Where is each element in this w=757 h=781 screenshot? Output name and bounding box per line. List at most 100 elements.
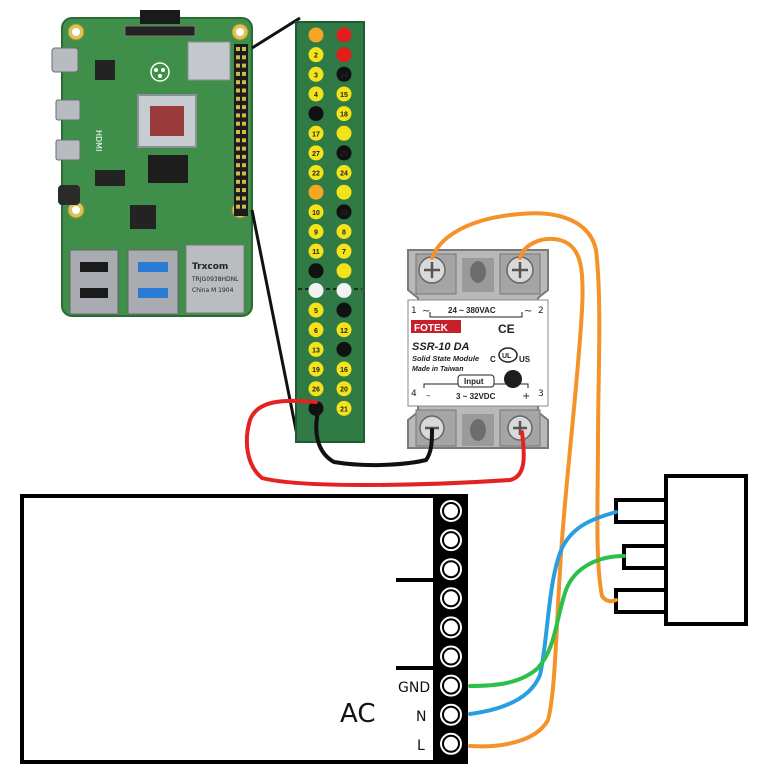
gpio-pin-grid: 2341727221091156131926141518232425871216… xyxy=(308,27,352,416)
ssr-ac-bracket xyxy=(429,312,523,318)
ssr-terminal-1: 1 xyxy=(411,306,417,316)
gpio-pin-label-left-2: 2 xyxy=(314,53,318,60)
ssr-ac-range: 24 ~ 380VAC xyxy=(448,306,496,315)
gpio-pin-label-right-7: 23 xyxy=(340,151,348,158)
board-pin xyxy=(242,154,246,159)
board-pin xyxy=(242,55,246,60)
board-pin xyxy=(236,55,240,60)
gpio-pin-left-19 xyxy=(308,381,324,397)
gpio-pin-right-20 xyxy=(336,400,352,416)
gpio-pin-right-18 xyxy=(336,361,352,377)
ul-mark-icon: C UL US xyxy=(490,347,531,364)
ssr-input-label: Input xyxy=(464,377,484,386)
power-supply-terminal-screw xyxy=(442,502,460,520)
gpio-pin-left-15 xyxy=(308,302,324,318)
ethernet-brand-label: Trxcom xyxy=(192,262,228,272)
gpio-pin-right-8 xyxy=(336,165,352,181)
power-supply-n-label: N xyxy=(416,709,426,725)
gpio-pin-label-right-11: 8 xyxy=(342,230,346,237)
gpio-pin-left-17 xyxy=(308,341,324,357)
plug-prong-bottom xyxy=(614,588,668,614)
gpio-pin-right-19 xyxy=(336,381,352,397)
gpio-pin-right-6 xyxy=(336,125,352,141)
board-pin xyxy=(236,71,240,76)
gpio-pin-left-10 xyxy=(308,204,324,220)
board-pin xyxy=(242,47,246,51)
gpio-pin-label-left-17: 13 xyxy=(312,347,320,354)
board-pin xyxy=(236,171,240,176)
ssr-tilde-right: ~ xyxy=(524,306,532,317)
board-pin xyxy=(236,154,240,159)
board-pin xyxy=(236,196,240,201)
wire-green xyxy=(468,554,626,688)
gpio-pin-left-1 xyxy=(308,27,324,43)
power-supply-terminal-screw xyxy=(442,705,460,724)
hdmi-label: HDMI xyxy=(94,130,103,151)
board-pin xyxy=(236,96,240,101)
gpio-pin-right-5 xyxy=(336,106,352,122)
ssr-status-led xyxy=(504,370,522,388)
power-supply-gnd-label: GND xyxy=(398,680,430,696)
gpio-pin-left-12 xyxy=(308,243,324,259)
board-pin xyxy=(236,88,240,93)
gpio-pin-label-right-5: 18 xyxy=(340,112,348,119)
gpio-pin-left-5 xyxy=(308,106,324,122)
ssr-ul-us: US xyxy=(519,355,531,364)
gpio-pin-label-left-11: 9 xyxy=(314,230,318,237)
wires xyxy=(244,211,626,749)
gpio-pin-right-1 xyxy=(336,27,352,43)
gpio-pin-label-left-8: 22 xyxy=(312,171,320,178)
gpio-pin-left-13 xyxy=(308,263,324,279)
power-supply-l-label: L xyxy=(417,738,425,754)
gpio-pin-left-4 xyxy=(308,86,324,102)
ssr-dc-range: 3 ~ 32VDC xyxy=(456,392,496,401)
gpio-pin-right-16 xyxy=(336,322,352,338)
gpio-pin-right-4 xyxy=(336,86,352,102)
ssr-terminal-2: 2 xyxy=(538,306,544,316)
ssr-brand: FOTEK xyxy=(414,323,449,334)
ssr-tilde-left: ~ xyxy=(422,306,430,317)
power-supply-terminal-screw xyxy=(442,647,460,666)
gpio-pin-right-14 xyxy=(336,282,352,298)
gpio-pin-left-9 xyxy=(308,184,324,200)
gpio-pin-label-left-3: 3 xyxy=(314,72,318,79)
gpio-pin-left-16 xyxy=(308,322,324,338)
gpio-pin-label-right-19: 20 xyxy=(340,387,348,394)
board-pin xyxy=(242,179,246,184)
gpio-pin-label-left-15: 5 xyxy=(314,308,318,315)
wire-orange-plug xyxy=(430,211,618,604)
board-pin xyxy=(236,113,240,118)
gpio-pin-label-right-16: 12 xyxy=(340,328,348,335)
gpio-pin-right-9 xyxy=(336,184,352,200)
svg-text:UL: UL xyxy=(502,353,512,360)
ssr-ul-c: C xyxy=(490,355,496,364)
wire-black xyxy=(314,410,434,468)
gpio-pin-label-left-4: 4 xyxy=(314,92,318,99)
wire-orange-psu xyxy=(468,237,585,749)
power-supply-terminals xyxy=(437,497,465,758)
gpio-pin-left-8 xyxy=(308,165,324,181)
power-supply-terminal-screw xyxy=(442,560,460,579)
board-pin xyxy=(242,96,246,101)
gpio-pin-label-left-6: 17 xyxy=(312,131,320,138)
power-supply-terminal-screw xyxy=(442,531,460,550)
board-pin xyxy=(242,80,246,85)
gpio-pin-left-14 xyxy=(308,282,324,298)
plug-prong-top xyxy=(614,498,668,524)
board-pin xyxy=(236,204,240,209)
gpio-pin-label-right-4: 15 xyxy=(340,92,348,99)
plug-body xyxy=(664,474,748,626)
board-pin xyxy=(242,63,246,68)
ssr-terminal-3: 3 xyxy=(538,389,544,399)
gpio-pin-label-left-7: 27 xyxy=(312,151,320,158)
ethernet-origin-label: China M 1904 xyxy=(192,287,234,294)
gpio-pin-label-right-12: 7 xyxy=(342,249,346,256)
gpio-pin-label-right-8: 24 xyxy=(340,171,348,178)
wire-blue xyxy=(468,510,618,716)
gpio-pin-right-10 xyxy=(336,204,352,220)
gpio-pin-right-11 xyxy=(336,224,352,239)
board-pin xyxy=(236,146,240,151)
wire-red xyxy=(244,398,526,487)
